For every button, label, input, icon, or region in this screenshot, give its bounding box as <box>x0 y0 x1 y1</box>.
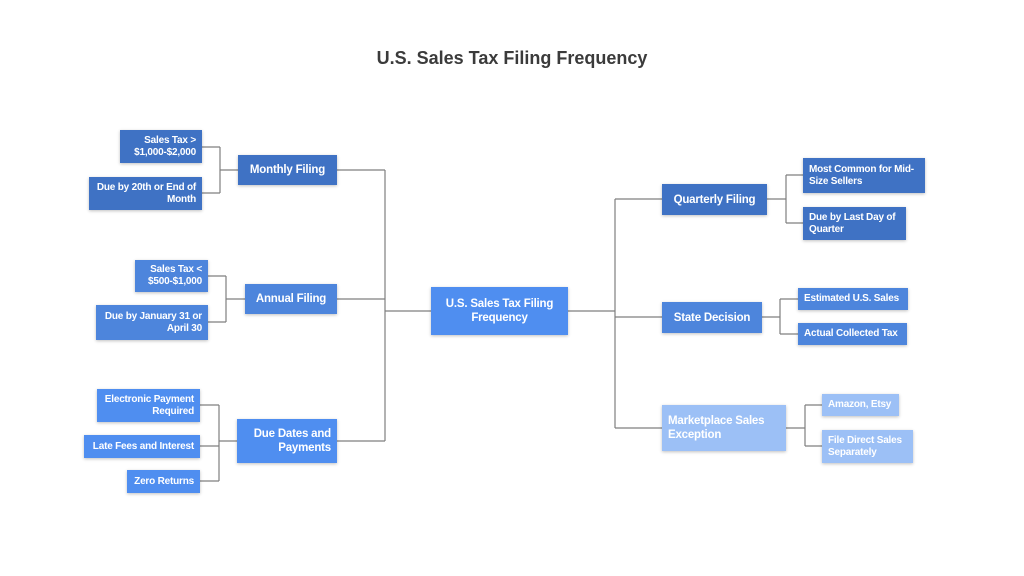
file-direct-sales-node: File Direct Sales Separately <box>822 430 913 463</box>
estimated-sales-node: Estimated U.S. Sales <box>798 288 908 310</box>
late-fees-node: Late Fees and Interest <box>84 435 200 458</box>
diagram-title: U.S. Sales Tax Filing Frequency <box>376 48 648 68</box>
monthly-filing-node: Monthly Filing <box>238 155 337 185</box>
amazon-etsy-node: Amazon, Etsy <box>822 394 899 416</box>
state-decision-node: State Decision <box>662 302 762 333</box>
electronic-payment-node: Electronic Payment Required <box>97 389 200 422</box>
quarterly-due-date-node: Due by Last Day of Quarter <box>803 207 906 240</box>
quarterly-filing-node: Quarterly Filing <box>662 184 767 215</box>
monthly-sales-tax-node: Sales Tax > $1,000-$2,000 <box>120 130 202 163</box>
monthly-due-date-node: Due by 20th or End of Month <box>89 177 202 210</box>
zero-returns-node: Zero Returns <box>127 470 200 493</box>
center-node: U.S. Sales Tax Filing Frequency <box>431 287 568 335</box>
marketplace-exception-node: Marketplace Sales Exception <box>662 405 786 451</box>
annual-filing-node: Annual Filing <box>245 284 337 314</box>
annual-due-date-node: Due by January 31 or April 30 <box>96 305 208 340</box>
annual-sales-tax-node: Sales Tax < $500-$1,000 <box>135 260 208 292</box>
due-dates-payments-node: Due Dates and Payments <box>237 419 337 463</box>
quarterly-most-common-node: Most Common for Mid-Size Sellers <box>803 158 925 193</box>
actual-collected-tax-node: Actual Collected Tax <box>798 323 907 345</box>
